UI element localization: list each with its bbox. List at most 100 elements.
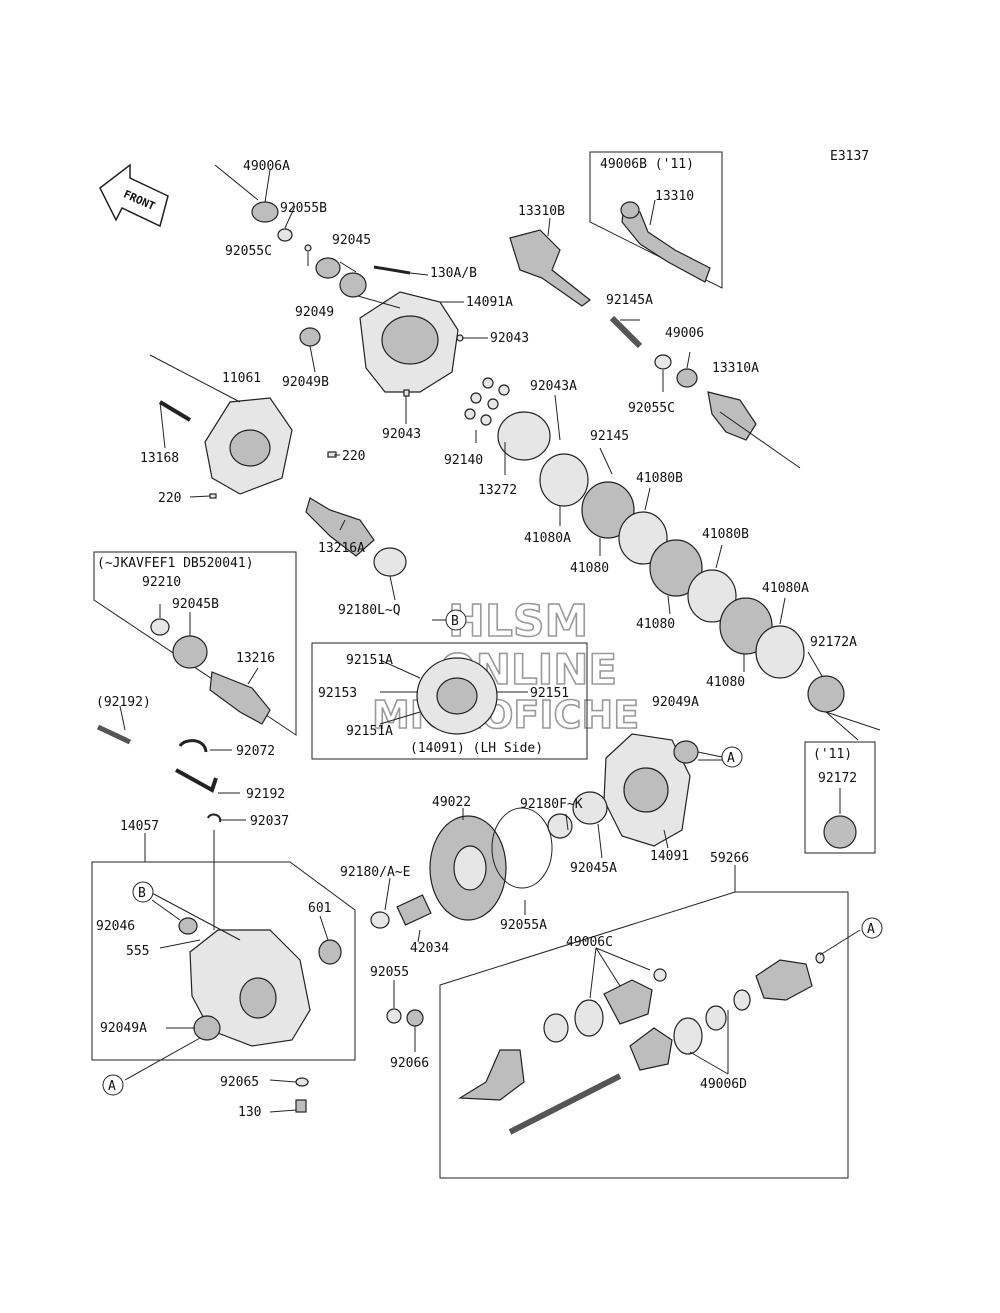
marker-b-middle: B — [445, 609, 467, 631]
box-note-2011-top: 49006B ('11) — [600, 157, 694, 172]
part-14091-bore — [623, 767, 669, 813]
label-49006D: 49006D — [700, 1077, 747, 1092]
label-41080A-a: 41080A — [524, 531, 571, 546]
label-92045A: 92045A — [570, 861, 617, 876]
label-220-a: 220 — [342, 449, 365, 464]
part-59266-ring-a — [574, 999, 604, 1037]
label-41080A-b: 41080A — [762, 581, 809, 596]
label-92210: 92210 — [142, 575, 181, 590]
label-92049: 92049 — [295, 305, 334, 320]
part-92043-b — [403, 389, 410, 397]
part-59266-circlip — [815, 952, 825, 964]
label-130: 130 — [238, 1105, 261, 1120]
label-220-b: 220 — [158, 491, 181, 506]
part-59266-cv-outer — [458, 1049, 525, 1101]
part-92140-balls — [464, 377, 510, 426]
label-41080-b: 41080 — [636, 617, 675, 632]
part-59266-shaft — [508, 1073, 622, 1135]
part-49006 — [676, 368, 698, 388]
label-92145: 92145 — [590, 429, 629, 444]
label-92046: 92046 — [96, 919, 135, 934]
part-92045 — [339, 272, 367, 298]
label-92180LQ: 92180L~Q — [338, 603, 401, 618]
part-92055B — [304, 244, 312, 252]
part-92210 — [150, 618, 170, 636]
svg-text:B: B — [451, 614, 459, 629]
part-92046 — [178, 917, 198, 935]
part-41080A-b — [755, 625, 805, 679]
label-92153: 92153 — [318, 686, 357, 701]
label-13272: 13272 — [478, 483, 517, 498]
box-serial — [93, 551, 297, 736]
part-49006D — [733, 989, 751, 1011]
label-49006A: 49006A — [243, 159, 290, 174]
label-92043-b: 92043 — [382, 427, 421, 442]
label-41080B-b: 41080B — [702, 527, 749, 542]
part-92049B — [299, 327, 321, 347]
label-92072: 92072 — [236, 744, 275, 759]
box-2011-upper — [589, 151, 723, 289]
label-92049A-left: 92049A — [100, 1021, 147, 1036]
diagram-code: E3137 — [830, 149, 869, 164]
part-41080B-b — [687, 569, 737, 623]
label-92045: 92045 — [332, 233, 371, 248]
part-labels: 49006A 92055B 92055C 92045 130A/B 92049 … — [96, 159, 857, 1120]
label-13310: 13310 — [655, 189, 694, 204]
part-92072 — [178, 739, 208, 753]
label-42034: 42034 — [410, 941, 449, 956]
box-lh-side — [311, 642, 588, 760]
part-92172A — [807, 675, 845, 713]
part-92055 — [386, 1008, 402, 1024]
part-92049A-left — [193, 1015, 221, 1041]
box-note-serial: (~JKAVFEF1 DB520041) — [97, 556, 254, 571]
part-13216 — [209, 671, 271, 725]
label-41080B-a: 41080B — [636, 471, 683, 486]
label-49022: 49022 — [432, 795, 471, 810]
label-92055: 92055 — [370, 965, 409, 980]
part-13310A — [707, 391, 757, 441]
label-92049A-right: 92049A — [652, 695, 699, 710]
part-13216A — [305, 497, 375, 557]
label-41080-c: 41080 — [706, 675, 745, 690]
part-13168 — [158, 400, 192, 422]
part-49022-hub — [453, 845, 487, 891]
label-59266: 59266 — [710, 851, 749, 866]
part-130AB — [373, 265, 411, 275]
part-59266-bearing-b — [705, 1005, 727, 1031]
label-92055C-top: 92055C — [225, 244, 272, 259]
watermark-line3: MICROFICHE — [372, 693, 639, 737]
marker-a-top-right: A — [721, 746, 743, 768]
part-92049A-right — [673, 740, 699, 764]
part-42034 — [396, 894, 432, 926]
leader-lines — [119, 164, 881, 1113]
label-130AB: 130A/B — [430, 266, 477, 281]
label-92151A-a: 92151A — [346, 653, 393, 668]
part-92055C — [654, 354, 672, 370]
label-92180AE: 92180/A~E — [340, 865, 410, 880]
part-13310 — [621, 204, 711, 283]
label-13310A: 13310A — [712, 361, 759, 376]
part-92180FK — [547, 813, 573, 839]
label-92151A-b: 92151A — [346, 724, 393, 739]
label-92151: 92151 — [530, 686, 569, 701]
box-2011-lower — [804, 741, 876, 854]
label-92045B: 92045B — [172, 597, 219, 612]
part-220-b — [209, 493, 217, 499]
part-92192 — [175, 768, 218, 793]
svg-text:B: B — [138, 886, 146, 901]
part-14091A-bore — [381, 315, 439, 365]
label-92055A: 92055A — [500, 918, 547, 933]
part-41080A-a — [539, 453, 589, 507]
label-92043-a: 92043 — [490, 331, 529, 346]
part-92192-paren — [96, 724, 132, 745]
box-note-lh-side: (14091) (LH Side) — [410, 741, 543, 756]
label-92049B: 92049B — [282, 375, 329, 390]
label-49006: 49006 — [665, 326, 704, 341]
part-92037 — [207, 813, 222, 823]
box-14057 — [91, 861, 356, 1061]
svg-text:A: A — [108, 1079, 116, 1094]
label-49006C: 49006C — [566, 935, 613, 950]
part-92055A — [491, 807, 553, 889]
part-92045A — [572, 791, 608, 825]
part-92172 — [823, 815, 857, 849]
